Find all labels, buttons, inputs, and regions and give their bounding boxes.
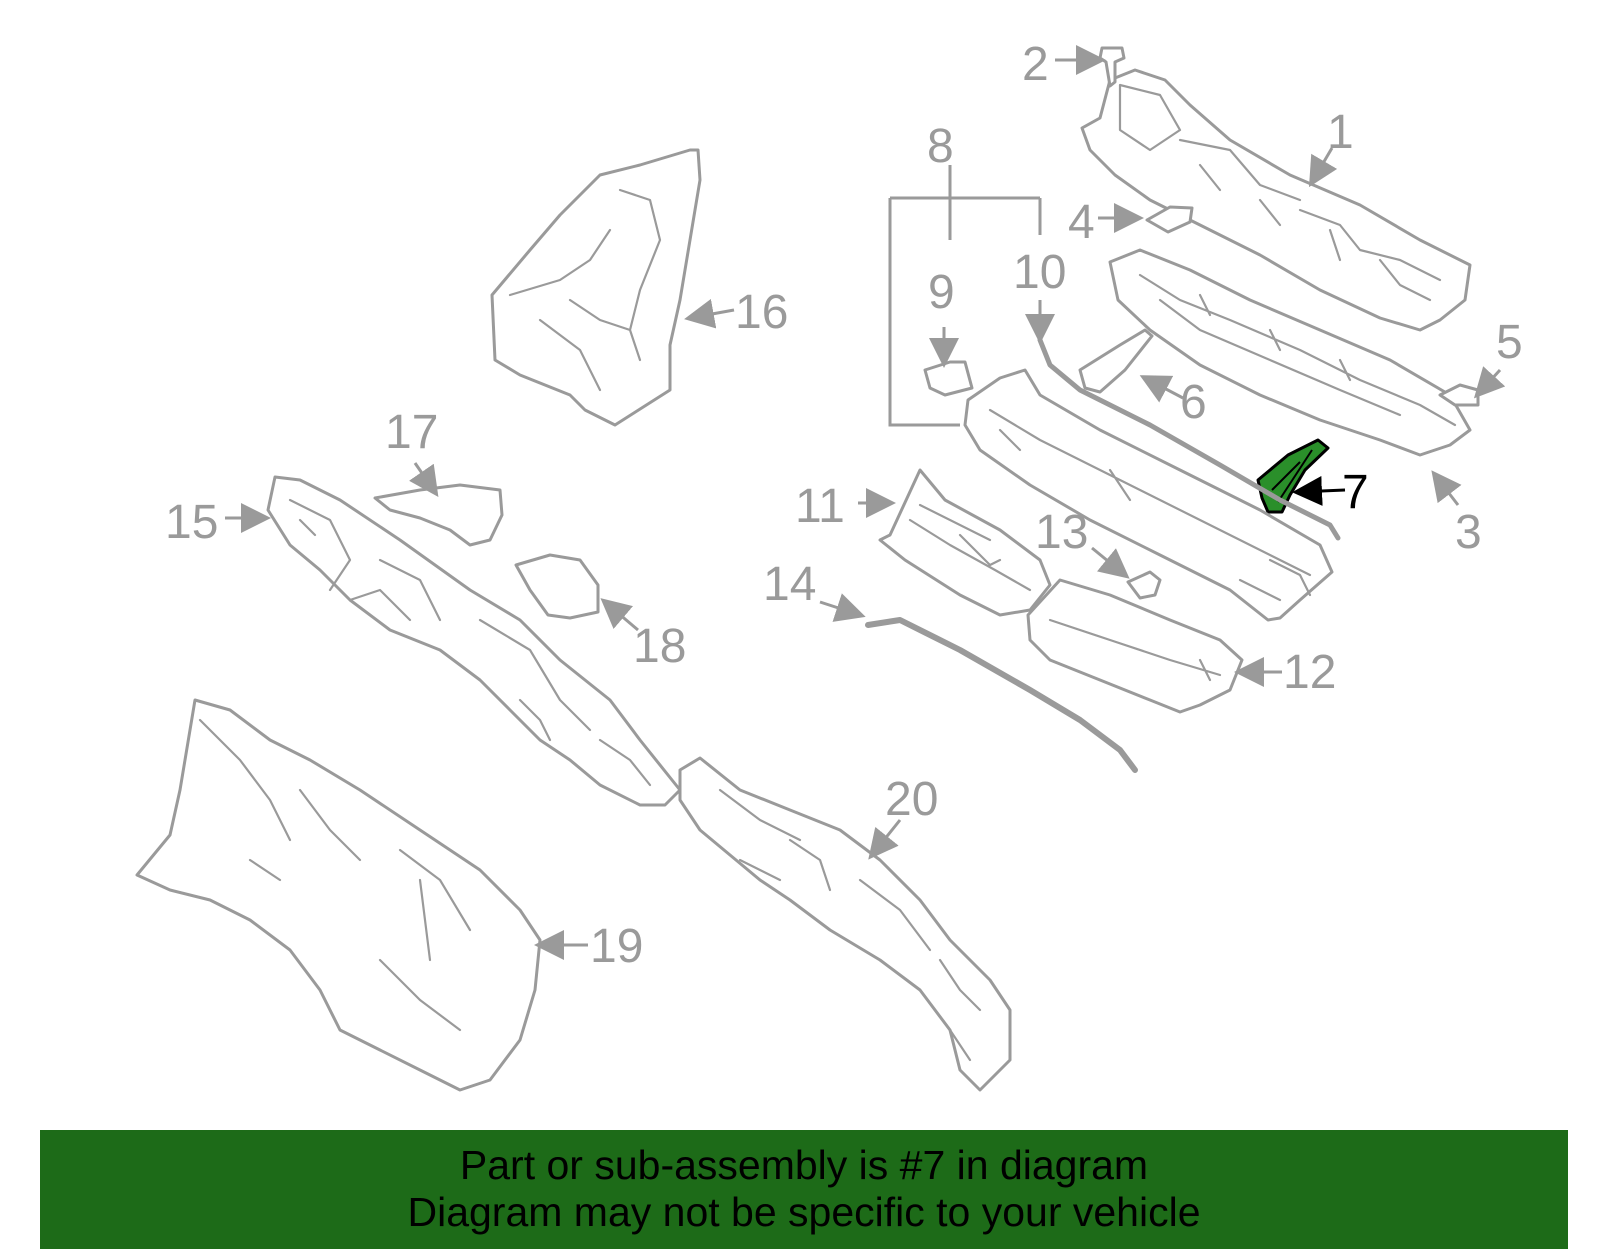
part-10-seal [1037, 337, 1341, 541]
callout-20[interactable]: 20 [885, 773, 938, 826]
part-14-hose [865, 617, 1138, 773]
callout-14[interactable]: 14 [763, 558, 816, 611]
part-18-bracket [514, 553, 600, 620]
part-6-bracket [1078, 328, 1154, 394]
leader-lines [225, 45, 1506, 960]
part-12-grille [1026, 578, 1244, 714]
part-4-clip [1145, 205, 1194, 234]
part-11-grille [878, 468, 1052, 617]
part-3-cowl-lower [1108, 248, 1472, 457]
callout-8[interactable]: 8 [927, 120, 954, 173]
info-banner: Part or sub-assembly is #7 in diagram Di… [40, 1130, 1568, 1249]
part-19-insulator [135, 698, 542, 1092]
banner-line-2: Diagram may not be specific to your vehi… [407, 1189, 1201, 1235]
callout-2[interactable]: 2 [1022, 38, 1049, 91]
callout-18[interactable]: 18 [633, 620, 686, 673]
callout-11[interactable]: 11 [795, 480, 845, 533]
callout-3[interactable]: 3 [1455, 506, 1482, 559]
callout-12[interactable]: 12 [1283, 646, 1336, 699]
callout-4[interactable]: 4 [1068, 196, 1095, 249]
part-15-dash-panel [266, 475, 682, 807]
callout-13[interactable]: 13 [1035, 506, 1088, 559]
callout-16[interactable]: 16 [735, 286, 788, 339]
part-8-cowl-top [963, 368, 1334, 622]
banner-line-1: Part or sub-assembly is #7 in diagram [459, 1142, 1149, 1188]
callout-9[interactable]: 9 [928, 266, 955, 319]
callout-15[interactable]: 15 [165, 496, 218, 549]
part-20-insulator [678, 756, 1012, 1092]
callout-labels: 1 2 3 4 5 6 7 8 9 10 11 12 13 14 15 16 1… [165, 38, 1523, 973]
part-9-clip [923, 360, 974, 397]
callout-5[interactable]: 5 [1496, 316, 1523, 369]
part-7-highlighted-bracket [1256, 438, 1330, 514]
parts-diagram: 1 2 3 4 5 6 7 8 9 10 11 12 13 14 15 16 1… [135, 38, 1523, 1092]
callout-6[interactable]: 6 [1180, 376, 1207, 429]
part-13-nozzle [1126, 570, 1162, 600]
callout-1[interactable]: 1 [1327, 106, 1354, 159]
callout-19[interactable]: 19 [590, 920, 643, 973]
callout-17[interactable]: 17 [385, 406, 438, 459]
callout-7[interactable]: 7 [1342, 466, 1369, 519]
part-8-group-bracket [888, 165, 1042, 427]
part-17-bracket [373, 483, 504, 547]
part-16-side-panel [490, 148, 702, 427]
callout-10[interactable]: 10 [1013, 246, 1066, 299]
